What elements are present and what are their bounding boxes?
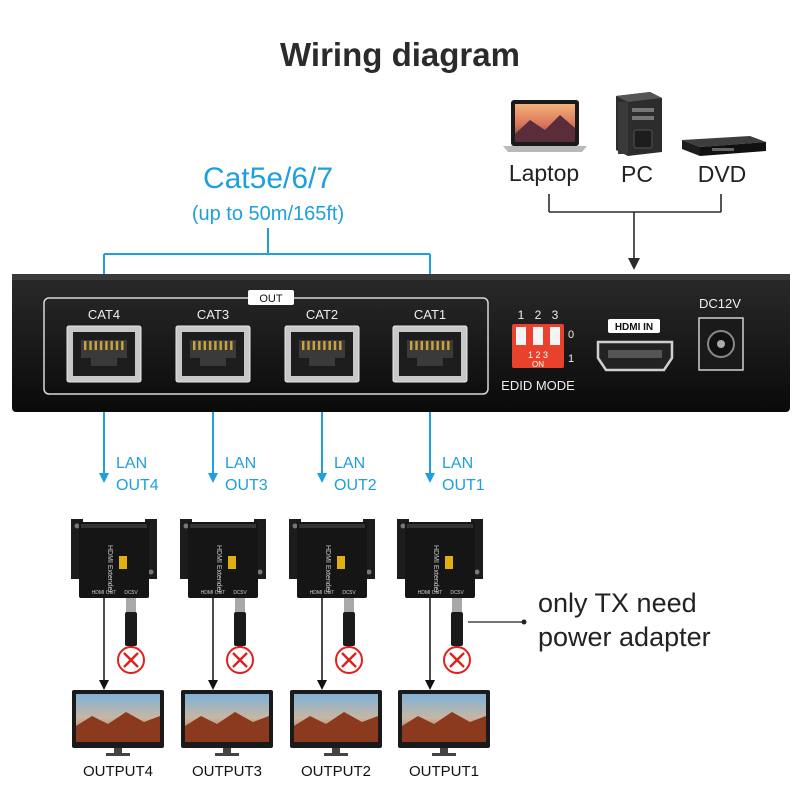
port-label: CAT2 (306, 307, 338, 322)
lan-label: LAN (116, 455, 147, 472)
output-label: OUTPUT2 (301, 763, 371, 780)
down-arrow-icon (425, 680, 435, 690)
dip-on-label: ON (532, 360, 544, 369)
receiver-dc-label: DC5V (124, 590, 138, 596)
receiver-dc-label: DC5V (450, 590, 464, 596)
ethernet-ports: CAT4 CAT3 CAT2 CAT1 (66, 307, 468, 383)
source-pc-label: PC (621, 161, 653, 187)
receiver-hdmi-out-label: HDMI OUT (310, 590, 335, 596)
source-bracket (548, 194, 722, 266)
dip-number-2: 2 (535, 308, 542, 322)
power-plug-icon (125, 598, 137, 652)
ethernet-port-cat4[interactable]: CAT4 (66, 307, 142, 383)
not-needed-icon (335, 646, 363, 674)
dc-power-jack[interactable] (698, 317, 744, 371)
port-label: CAT4 (88, 307, 120, 322)
monitor-icon (181, 690, 273, 756)
receiver-dc-label: DC5V (342, 590, 356, 596)
dip-switch[interactable]: 1 2 3 1 2 3 ON 0 1 (512, 308, 574, 369)
source-dvd-label: DVD (698, 161, 747, 187)
not-needed-icon (117, 646, 145, 674)
lan-label: LAN (225, 455, 256, 472)
monitor-icon (398, 690, 490, 756)
laptop-icon (503, 100, 587, 152)
dip-number-3: 3 (552, 308, 559, 322)
out-label: OUT (259, 293, 283, 305)
receiver-hdmi-out-label: HDMI OUT (201, 590, 226, 596)
dip-state-0: 0 (568, 329, 574, 341)
cable-type-label: Cat5e/6/7 (203, 162, 333, 195)
dip-switch-numbers: 1 2 3 (528, 350, 548, 360)
power-note-line2: power adapter (538, 622, 711, 652)
cable-range-label: (up to 50m/165ft) (192, 203, 344, 225)
lan-out-label: OUT3 (225, 477, 268, 494)
power-plug-icon (234, 598, 246, 652)
source-arrow-icon (628, 258, 640, 270)
dip-number-1: 1 (518, 308, 525, 322)
not-needed-icon (226, 646, 254, 674)
dvd-player-icon (682, 136, 766, 156)
page-title: Wiring diagram (280, 36, 520, 73)
ethernet-port-cat2[interactable]: CAT2 (284, 307, 360, 383)
port-label: CAT1 (414, 307, 446, 322)
hdmi-in-label: HDMI IN (615, 322, 653, 333)
ethernet-port-cat1[interactable]: CAT1 (392, 307, 468, 383)
cable-bracket (103, 228, 431, 278)
power-note-line1: only TX need (538, 588, 697, 618)
lan-out-label: OUT1 (442, 477, 485, 494)
receiver-name: HDMI Extender (215, 545, 222, 594)
output-label: OUTPUT3 (192, 763, 262, 780)
port-label: CAT3 (197, 307, 229, 322)
pc-tower-icon (616, 92, 662, 156)
lan-out-label: OUT4 (116, 477, 159, 494)
receiver-name: HDMI Extender (106, 545, 113, 594)
lan-label: LAN (442, 455, 473, 472)
receiver-dc-label: DC5V (233, 590, 247, 596)
dc12v-label: DC12V (699, 296, 741, 311)
down-arrow-icon (99, 680, 109, 690)
receiver-hdmi-out-label: HDMI OUT (92, 590, 117, 596)
power-note-pointer (468, 619, 527, 625)
source-laptop-label: Laptop (509, 160, 579, 186)
receiver-name: HDMI Extender (432, 545, 439, 594)
lan-label: LAN (334, 455, 365, 472)
hdmi-in-port[interactable]: HDMI IN (596, 319, 674, 372)
down-arrow-icon (317, 680, 327, 690)
ethernet-port-cat3[interactable]: CAT3 (175, 307, 251, 383)
monitor-icon (290, 690, 382, 756)
output-label: OUTPUT1 (409, 763, 479, 780)
receiver-hdmi-out-label: HDMI OUT (418, 590, 443, 596)
dip-state-1: 1 (568, 353, 574, 365)
lan-out-label: OUT2 (334, 477, 377, 494)
output-label: OUTPUT4 (83, 763, 153, 780)
not-needed-icon (443, 646, 471, 674)
monitor-icon (72, 690, 164, 756)
power-plug-icon (451, 598, 463, 652)
power-plug-icon (343, 598, 355, 652)
receiver-name: HDMI Extender (324, 545, 331, 594)
edid-mode-label: EDID MODE (501, 378, 575, 393)
down-arrow-icon (208, 680, 218, 690)
